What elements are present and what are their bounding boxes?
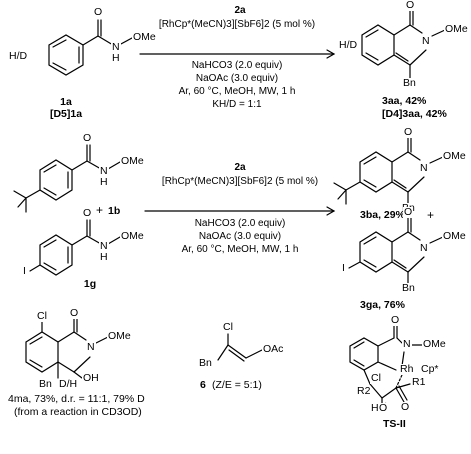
1g-I: I [22,265,27,277]
kie-row1: KH/D = 1:1 [212,99,262,110]
1a-O: O [93,6,104,18]
ts-Cp: Cp* [420,363,440,375]
3aa-N: N [421,35,431,47]
ts-O2: O [400,401,411,413]
3ga-Bn: Bn [401,282,416,294]
1b-O: O [82,132,93,144]
cond3-row1: Ar, 60 °C, MeOH, MW, 1 h [178,86,296,97]
4ma-DH: D/H [58,378,79,390]
label-ts-ii: TS-II [383,418,406,430]
3ga-N: N [419,242,429,254]
ratio-6: (Z/E = 5:1) [212,379,262,391]
3ga-OMe: OMe [442,230,467,242]
structure-4ma [25,317,109,379]
ts-R1: R1 [411,376,427,388]
4ma-Bn: Bn [38,378,53,390]
1g-N: N [99,240,109,252]
4ma-Cl: Cl [36,310,48,322]
structure-3ba [333,136,444,205]
label-1a: 1a [60,96,72,108]
cond1-row2: NaHCO3 (2.0 equiv) [194,218,286,229]
structure-6 [217,333,263,362]
catalyst-row2: [RhCp*(MeCN)3][SbF6]2 (5 mol %) [161,176,319,187]
3ba-O: O [403,126,414,138]
label-d5-1a: [D5]1a [49,108,83,120]
4ma-O: O [69,307,80,319]
ts-Cl: Cl [370,372,382,384]
label-4ma: 4ma, 73%, d.r. = 11:1, 79% D [8,393,145,405]
ts-O: O [390,314,401,326]
structure-1b [13,144,121,213]
catalyst-row1: [RhCp*(MeCN)3][SbF6]2 (5 mol %) [158,19,316,30]
3ba-N: N [419,162,429,174]
label-6: 6 [200,379,206,391]
6-Bn: Bn [198,357,213,369]
1a-HD: H/D [8,50,29,62]
label-1b: 1b [108,205,121,217]
structure-1g [29,219,121,276]
structure-3ga [348,216,444,284]
1g-H: H [99,251,109,263]
3ga-I: I [341,262,346,274]
label-3ga: 3ga, 76% [360,299,405,311]
structure-ts-ii [349,324,423,409]
1a-H: H [111,52,121,64]
1b-H: H [99,176,109,188]
ts-R2: R2 [356,385,372,397]
ts-OMe: OMe [422,338,447,350]
cond3-row2: Ar, 60 °C, MeOH, MW, 1 h [181,244,299,255]
1g-O: O [82,207,93,219]
label-1g: 1g [83,278,97,290]
4ma-N: N [86,341,96,353]
1a-N: N [111,41,121,53]
3aa-Bn: Bn [402,77,417,89]
cond2-row1: NaOAc (3.0 equiv) [195,73,279,84]
3ba-OMe: OMe [442,150,467,162]
3aa-HD: H/D [338,39,359,51]
1b-N: N [99,165,109,177]
1g-OMe: OMe [120,230,145,242]
cond1-row1: NaHCO3 (2.0 equiv) [191,60,283,71]
1b-OMe: OMe [120,155,145,167]
note-4ma: (from a reaction in CD3OD) [14,406,142,418]
3aa-O: O [405,0,416,11]
ts-O3: O [378,402,389,414]
label-d4-3aa: [D4]3aa, 42% [382,108,447,120]
ts-N: N [402,338,412,350]
4ma-OMe: OMe [107,330,132,342]
cond2-row2: NaOAc (3.0 equiv) [198,231,282,242]
plus-row2: + [96,203,104,217]
cat-label-row1: 2a [234,5,246,16]
6-Cl: Cl [222,321,234,333]
4ma-OH: OH [82,372,100,384]
structure-3aa [361,9,446,79]
6-OAc: OAc [262,343,285,355]
1a-OMe: OMe [132,31,157,43]
label-3ba: 3ba, 29% [360,209,405,221]
plus2-row2: + [427,208,435,222]
3aa-OMe: OMe [444,23,469,35]
3ga-O: O [403,206,414,218]
cat-label-row2: 2a [234,162,246,173]
label-3aa: 3aa, 42% [382,95,427,107]
structure-1a [48,19,133,76]
ts-Rh: Rh [399,363,415,375]
ts-H: H [370,402,380,414]
